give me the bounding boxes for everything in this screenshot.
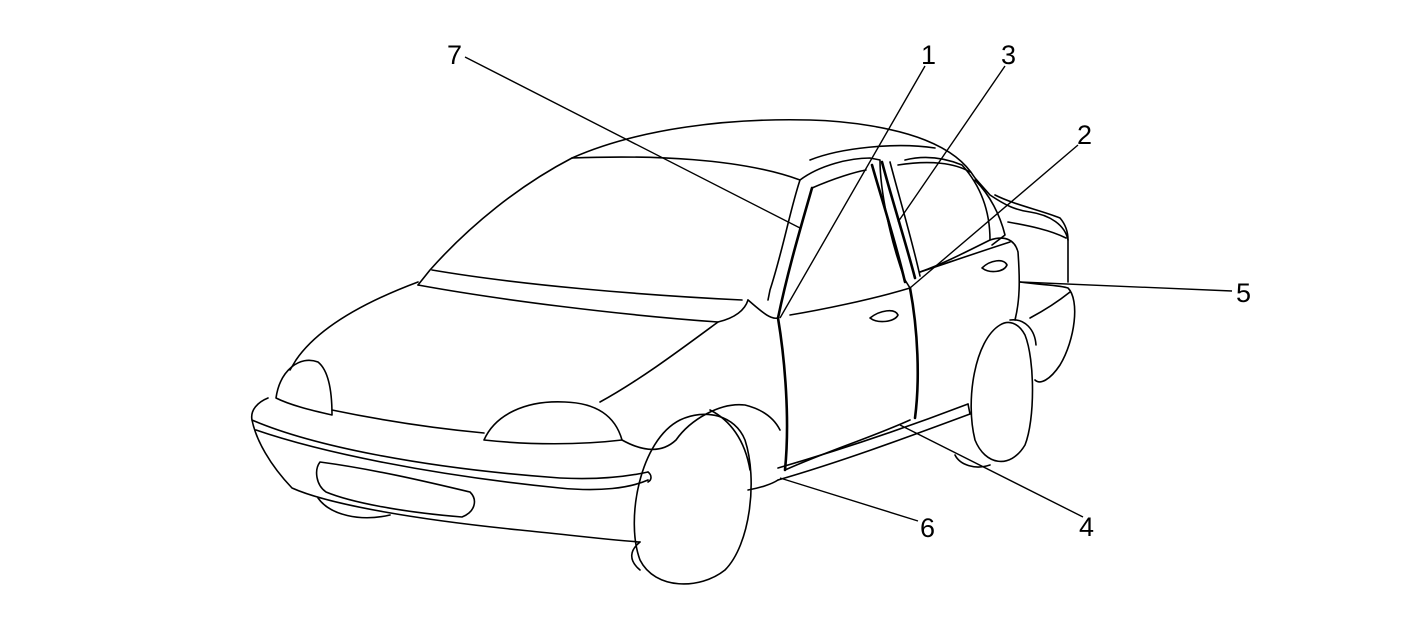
front-door-front-edge	[776, 316, 789, 472]
leader-line-2	[909, 144, 1079, 289]
rear-quarter-window	[974, 179, 1006, 246]
leader-line-4	[899, 424, 1084, 518]
rear-door-rear-edge	[989, 237, 1021, 321]
leader-line-7	[464, 56, 801, 229]
rear-door-body-line	[919, 241, 1011, 273]
callout-labels: 1 2 3 4 5 6 7	[447, 40, 1251, 543]
callout-leaders	[464, 56, 1233, 522]
leader-line-1	[779, 65, 926, 319]
rear-door-window-frame	[897, 161, 971, 173]
a-pillar-edge	[776, 186, 814, 320]
windshield-pillar	[767, 179, 801, 301]
front-wheel-bottom	[630, 541, 641, 571]
rear-door-front-edge	[908, 286, 920, 420]
trunk-lid	[994, 194, 1069, 241]
rear-bumper	[1019, 281, 1076, 383]
windshield-outline	[417, 157, 573, 286]
roof-rear-line	[809, 144, 936, 161]
rear-wheel-arch	[1009, 319, 1037, 346]
front-fender-top	[747, 299, 779, 320]
left-headlight	[275, 359, 333, 416]
leader-line-5	[1019, 281, 1233, 292]
rear-bumper-lower	[1029, 291, 1071, 319]
hood-outline	[289, 281, 419, 371]
leader-line-3	[897, 65, 1006, 223]
license-plate-recess	[315, 461, 476, 518]
front-door-window-frame	[811, 169, 867, 189]
b-pillar-line-3	[889, 161, 921, 277]
callout-label-1: 1	[921, 40, 936, 70]
rocker-front-end	[747, 479, 779, 491]
hood-front-line	[599, 321, 719, 403]
hood-rear-edge	[417, 284, 749, 323]
trunk-lid-edge	[1007, 221, 1067, 239]
callout-label-3: 3	[1001, 40, 1016, 70]
front-bumper-strip-end	[647, 471, 652, 483]
b-pillar-line-2	[880, 160, 917, 280]
windshield-base	[431, 269, 743, 301]
leader-line-6	[779, 477, 919, 522]
front-bumper-lower	[251, 419, 641, 543]
front-door-handle	[869, 309, 899, 323]
right-headlight	[483, 401, 623, 445]
front-door-bottom	[784, 419, 911, 471]
front-wheel	[633, 413, 752, 585]
rocker-panel-bottom	[777, 413, 971, 481]
rear-wheel	[970, 321, 1034, 463]
front-bumper-strip	[255, 429, 649, 491]
callout-label-5: 5	[1236, 278, 1251, 308]
grille-line	[331, 409, 485, 434]
callout-label-2: 2	[1077, 120, 1092, 150]
callout-label-7: 7	[447, 40, 462, 70]
callout-label-4: 4	[1079, 512, 1094, 542]
rear-door-handle	[981, 259, 1008, 273]
front-wheel-arch-inner	[709, 409, 751, 471]
front-fender	[621, 403, 781, 451]
rear-wheel-shadow	[954, 454, 991, 468]
front-spoiler	[317, 497, 391, 519]
rear-door-window	[904, 156, 991, 273]
callout-label-6: 6	[920, 513, 935, 543]
roof-line-inner	[571, 156, 801, 181]
rocker-panel-top	[777, 403, 969, 469]
front-bumper-top	[250, 397, 649, 480]
car-body	[250, 118, 1076, 585]
roof-outline	[571, 118, 1069, 283]
rocker-panel-end	[967, 403, 971, 415]
b-pillar-line-1	[870, 163, 907, 284]
